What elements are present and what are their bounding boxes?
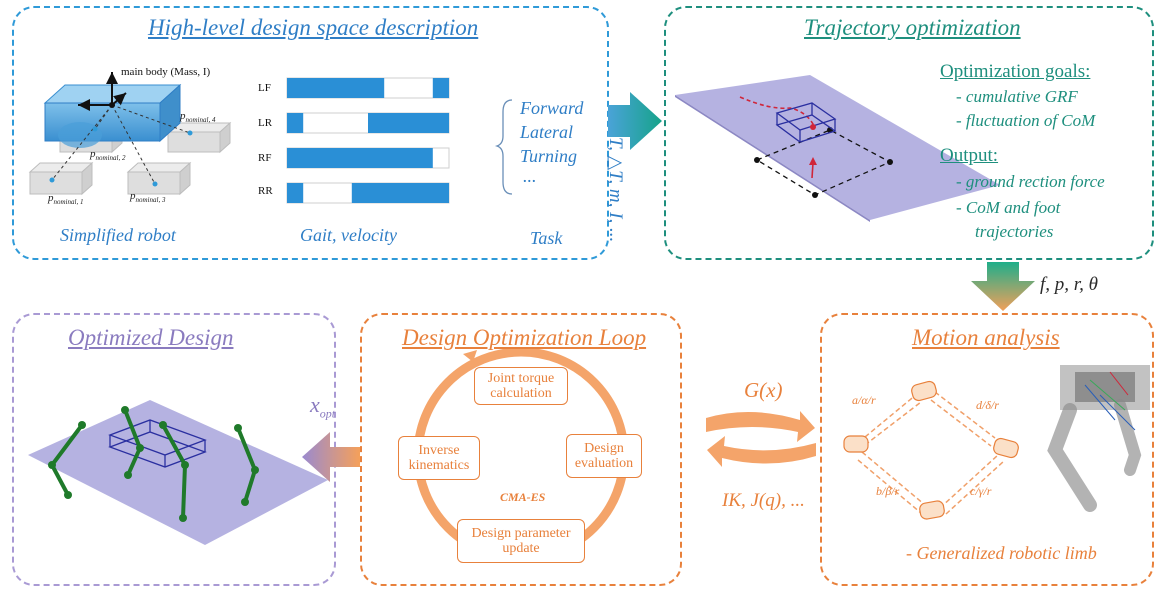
simplified-robot [28, 72, 232, 196]
node-joint-torque-label: Joint torque calculation [487, 371, 555, 401]
trajectory-scene [675, 75, 1000, 222]
gait-stance-bar [287, 78, 385, 98]
optimized-robot [28, 400, 328, 545]
caption-task: Task [530, 228, 563, 248]
gait-leg-label: RF [258, 152, 272, 164]
robot-body-label: main body (Mass, I) [121, 66, 211, 78]
gait-stance-bar [368, 113, 449, 133]
gait-stance-bar [351, 183, 449, 203]
link-label-d: d/δ/r [976, 398, 999, 412]
node-inverse-kinematics: Inverse kinematics [398, 436, 480, 480]
foot-label-2: pnominal, 2 [90, 148, 126, 163]
caption-gait: Gait, velocity [300, 225, 397, 245]
link-label-a: a/α/r [852, 393, 876, 407]
output-item: - CoM and foot [956, 198, 1061, 217]
gait-leg-label: LF [258, 82, 271, 94]
trajectory-title: Trajectory optimization [804, 15, 1021, 40]
gx-label: G(x) [744, 378, 783, 402]
gait-leg-label: LR [258, 117, 273, 129]
arrow-to-trajectory [608, 92, 662, 150]
design-loop-panel [360, 313, 682, 586]
node-parameter-update-label: Design parameter update [471, 526, 571, 556]
node-design-evaluation: Design evaluation [566, 434, 642, 478]
exchange-arrows [706, 411, 816, 467]
arrow-to-motion [971, 262, 1035, 311]
trajectory-panel [664, 6, 1154, 260]
goal-item: - cumulative GRF [956, 87, 1078, 106]
foot-label-1: pnominal, 1 [48, 192, 84, 207]
task-item: Forward [520, 98, 584, 118]
foot-block-4 [166, 121, 232, 154]
link-label-c: c/γ/r [970, 484, 992, 498]
output-item: - ground rection force [956, 172, 1105, 191]
gait-chart [286, 77, 450, 204]
caption-simplified-robot: Simplified robot [60, 225, 176, 245]
motion-analysis-panel [820, 313, 1154, 586]
x-opt-label: xopt [310, 392, 336, 421]
node-design-evaluation-label: Design evaluation [574, 441, 634, 471]
generalized-limb [843, 365, 1150, 520]
foot-block-1 [28, 161, 94, 196]
arrow-fprt-label: f, p, r, θ [1040, 274, 1098, 295]
foot-label-3: pnominal, 3 [130, 190, 166, 205]
node-inverse-kinematics-label: Inverse kinematics [408, 443, 470, 473]
motion-title: Motion analysis [912, 325, 1060, 350]
motion-caption: - Generalized robotic limb [906, 543, 1097, 563]
goal-item: - fluctuation of CoM [956, 111, 1096, 130]
node-parameter-update: Design parameter update [457, 519, 585, 563]
ik-jq-label: IK, J(q), ... [722, 490, 805, 511]
arrow-params-label: T, △T, m, I, ... [605, 137, 626, 243]
optimized-design-title: Optimized Design [68, 325, 234, 350]
design-space-title: High-level design space description [148, 15, 479, 40]
goals-heading: Optimization goals: [940, 61, 1091, 82]
node-joint-torque: Joint torque calculation [474, 367, 568, 405]
gait-stance-bar [287, 113, 304, 133]
task-brace [494, 99, 513, 195]
task-item: Turning [520, 146, 578, 166]
gait-stance-bar [287, 183, 304, 203]
task-item: ... [523, 166, 537, 186]
gait-stance-bar [432, 78, 449, 98]
gait-stance-bar [287, 148, 433, 168]
gait-leg-label: RR [258, 185, 273, 197]
output-heading: Output: [940, 145, 999, 166]
task-item: Lateral [520, 122, 574, 142]
output-item: trajectories [975, 222, 1054, 241]
link-label-b: b/β/r [876, 484, 900, 498]
foot-label-4: pnominal, 4 [180, 110, 216, 125]
arrow-to-optimized [302, 432, 360, 482]
loop-title: Design Optimization Loop [402, 325, 647, 350]
cma-es-label: CMA-ES [500, 490, 546, 504]
